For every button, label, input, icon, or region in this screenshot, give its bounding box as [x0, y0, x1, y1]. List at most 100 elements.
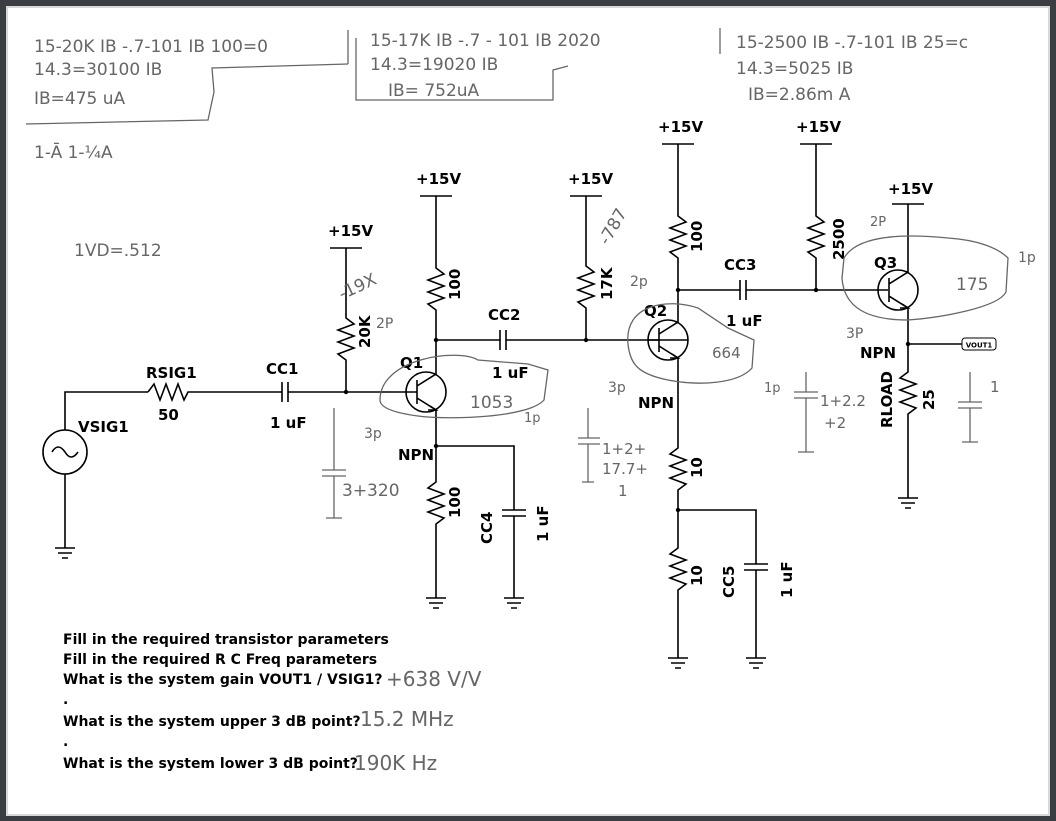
rsig1-zigzag [147, 381, 268, 403]
q2-rc-value: 100 [688, 221, 706, 252]
q1-stage: Q1 NPN +15V 100 100 CC4 1 uF [343, 170, 552, 609]
q2-re1-resistor [667, 438, 689, 510]
q3-annotation-loop [841, 235, 1009, 321]
q2-annot-cap [578, 408, 600, 483]
cc2-name: CC2 [488, 306, 520, 324]
vout-annot-cap [958, 372, 982, 443]
note-1-line-3: IB=475 uA [34, 89, 126, 109]
q2-re2-value: 10 [688, 565, 706, 586]
note-3-line-3: IB=2.86m A [748, 85, 851, 105]
ground-icon [504, 597, 524, 609]
note-3-line-1: 15-2500 IB -.7-101 IB 25=c [736, 33, 968, 53]
cc5-value: 1 uF [778, 561, 796, 598]
circuit-annotations: -19X 2P 3p 1053 1p 3+320 -787 2p 3p 664 … [322, 205, 1036, 519]
q3-1p-note: 1p [1018, 250, 1036, 266]
q2-annot-b: 17.7+ [602, 460, 648, 478]
q1-3p-note: 3p [364, 426, 382, 442]
q1-symbol [408, 340, 437, 446]
q1-collector-resistor [425, 196, 447, 340]
vout1-label: VOUT1 [966, 342, 993, 350]
q2-1p-note: 1p [764, 381, 781, 396]
q1-gain-note: -19X [336, 270, 380, 305]
note-2-line-1: 15-17K IB -.7 - 101 IB 2020 [370, 31, 601, 51]
q1-base-note: 3+320 [342, 481, 400, 501]
cc3-capacitor: CC3 1 uF [678, 256, 888, 330]
q2-re2-resistor [667, 510, 689, 658]
junction-dot [343, 389, 349, 395]
cc4-name: CC4 [478, 512, 496, 544]
cc5-capacitor [678, 509, 768, 658]
note-3-line-2: 14.3=5025 IB [736, 59, 853, 79]
note-1-line-2: 14.3=30100 IB [34, 60, 162, 80]
vsig1-source: VSIG1 [42, 391, 148, 559]
q3-label: Q3 [874, 254, 897, 272]
rsig1-value: 50 [158, 406, 179, 424]
q2-stage: +15V 17K Q2 NPN +15V 100 10 10 CC5 1 uF [568, 118, 796, 669]
vcc-label-q2: +15V [658, 118, 703, 136]
schematic-sheet: 15-20K IB -.7-101 IB 100=0 14.3=30100 IB… [6, 6, 1050, 816]
q3-3p-note: 3P [846, 326, 863, 342]
q3-annot-b: +2 [824, 414, 846, 432]
answer-3: +638 V/V [386, 667, 482, 691]
q1-annotation-loop [379, 354, 549, 419]
ground-icon [746, 657, 766, 669]
r20k-zigzag [335, 248, 357, 392]
r17k-value: 17K [598, 266, 616, 300]
q3-stage: +15V 2500 +15V Q3 NPN VOUT1 RLOAD 25 [796, 118, 997, 509]
vout1-tag [961, 337, 997, 351]
q1-1p-note: 1p [524, 411, 541, 426]
q2-2p-note: 2p [630, 274, 648, 290]
q1-type: NPN [398, 446, 434, 464]
rload-resistor [897, 344, 919, 498]
junction-dot [433, 443, 439, 449]
q2-symbol [648, 290, 679, 438]
q2-label: Q2 [644, 302, 667, 320]
ground-icon [55, 547, 75, 559]
junction-dot [813, 287, 819, 293]
r20k-value: 20K [356, 314, 374, 348]
q1-re-value: 100 [446, 487, 464, 518]
q2-annot-a: 1+2+ [602, 440, 646, 458]
q2-annot-c: 1 [618, 482, 628, 500]
q2-emitter-arrow [670, 353, 681, 359]
answer-5: 190K Hz [354, 751, 437, 775]
q3-175-note: 175 [956, 275, 988, 295]
ground-icon [898, 497, 918, 509]
q3-annot-a: 1+2.2 [820, 392, 866, 410]
note-vd: 1VD=.512 [74, 241, 162, 261]
q3-circle [877, 269, 919, 311]
r2500-value: 2500 [830, 218, 848, 260]
q1-emitter-arrow [428, 405, 439, 411]
question-block: Fill in the required transistor paramete… [63, 632, 482, 775]
note-2-line-3: IB= 752uA [388, 81, 480, 101]
q3-type: NPN [860, 344, 896, 362]
q1-circle [405, 371, 447, 413]
cc3-value: 1 uF [726, 312, 763, 330]
q2-annotation-loop [627, 303, 755, 384]
question-4: What is the system upper 3 dB point? [63, 714, 361, 730]
q2-787-note: -787 [595, 205, 632, 248]
rload-value: 25 [920, 389, 938, 410]
vcc-label-q3: +15V [888, 180, 933, 198]
cc1-name: CC1 [266, 360, 298, 378]
cc3-name: CC3 [724, 256, 756, 274]
cc2-capacitor: CC2 1 uF [436, 306, 688, 382]
r17k-resistor [575, 196, 597, 340]
cc1-value: 1 uF [270, 414, 307, 432]
q2-re1-value: 10 [688, 457, 706, 478]
note-2-bracket [355, 38, 569, 101]
junction-dot [675, 507, 681, 513]
note-1-line-1: 15-20K IB -.7-101 IB 100=0 [34, 37, 268, 57]
cc1-capacitor: CC1 1 uF [266, 360, 408, 432]
question-1: Fill in the required transistor paramete… [63, 632, 389, 648]
r2500-resistor [805, 144, 827, 290]
cc4-capacitor [436, 445, 526, 598]
vcc-label-q1: +15V [416, 170, 461, 188]
handwritten-notes: 15-20K IB -.7-101 IB 100=0 14.3=30100 IB… [25, 28, 968, 261]
note-2-line-2: 14.3=19020 IB [370, 55, 498, 75]
cc2-value: 1 uF [492, 364, 529, 382]
cc4-value: 1 uF [534, 505, 552, 542]
note-1-bracket [25, 63, 349, 125]
q1-1053-note: 1053 [470, 393, 513, 413]
rload-name: RLOAD [878, 371, 896, 428]
